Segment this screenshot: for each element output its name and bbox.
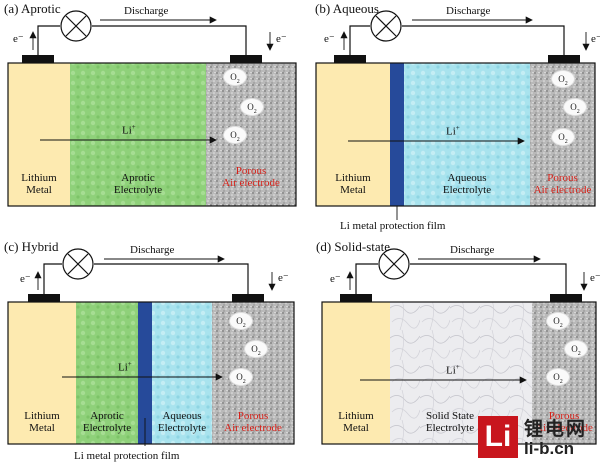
panel-d-ion-label: Li+ <box>446 363 460 377</box>
panel-a-electrolyte <box>70 63 206 206</box>
panel-d-title: (d) Solid-state <box>316 239 391 254</box>
panel-b-anode-terminal <box>334 55 366 63</box>
panel-b-cathode-terminal <box>548 55 580 63</box>
panel-a-lamp-icon <box>60 10 92 42</box>
logo-domain-text: li-b.cn <box>524 439 575 458</box>
panel-b-lamp-icon <box>370 10 402 42</box>
panel-d-o2-bubble: O2 <box>546 368 570 386</box>
panel-b-o2-bubble: O2 <box>551 128 575 146</box>
panel-a-o2-bubble: O2 <box>223 68 247 86</box>
panel-a-graphics <box>7 10 297 207</box>
panel-c-o2-bubble: O2 <box>229 312 253 330</box>
panel-a-anode-terminal <box>22 55 54 63</box>
panel-b-discharge-label: Discharge <box>446 5 491 17</box>
panel-b-graphics <box>315 10 596 220</box>
panel-c-o2-bubble: O2 <box>244 340 268 358</box>
logo-mark-icon: Li <box>478 416 518 458</box>
panel-a-wire <box>37 25 60 55</box>
panel-a-discharge-label: Discharge <box>124 5 169 17</box>
panel-c-electrolyte2 <box>152 302 212 444</box>
panel-d-anode-terminal <box>340 294 372 302</box>
panel-d-o2-bubble: O2 <box>564 340 588 358</box>
panel-c-film <box>138 302 152 444</box>
panel-a-o2-bubble: O2 <box>223 126 247 144</box>
panel-d-graphics <box>321 248 597 445</box>
panel-c-lamp-icon <box>62 248 94 280</box>
panel-d-lithium <box>322 302 390 444</box>
panel-b-o2-bubble: O2 <box>563 98 587 116</box>
panel-c-cathode-terminal <box>232 294 264 302</box>
panel-a-cathode-terminal <box>230 55 262 63</box>
panel-c-discharge-label: Discharge <box>130 244 175 256</box>
panel-a-title: (a) Aprotic <box>4 1 61 16</box>
panel-d-electron-left: e⁻ <box>330 273 341 285</box>
panel-a-cathode <box>206 63 296 206</box>
panel-a-electron-right: e⁻ <box>276 33 287 45</box>
panel-c-lithium <box>8 302 76 444</box>
panel-d-discharge-label: Discharge <box>450 244 495 256</box>
panel-c-cathode <box>212 302 294 444</box>
panel-c-electron-left: e⁻ <box>20 273 31 285</box>
panel-c-ion-label: Li+ <box>118 360 132 374</box>
panel-c-title: (c) Hybrid <box>4 239 59 254</box>
panel-b-electrolyte <box>404 63 530 206</box>
panel-c-graphics <box>7 248 295 446</box>
panel-c-film-label: Li metal protection film <box>74 450 180 462</box>
panel-b-film <box>390 63 404 206</box>
panel-b-electron-left: e⁻ <box>324 33 335 45</box>
panel-d-o2-bubble: O2 <box>546 312 570 330</box>
panel-c-o2-bubble: O2 <box>229 368 253 386</box>
panel-a-o2-bubble: O2 <box>240 98 264 116</box>
panel-d-lamp-icon <box>378 248 410 280</box>
logo-chinese-text: 锂电网 <box>524 418 588 440</box>
panel-b-ion-label: Li+ <box>446 124 460 138</box>
panel-b-film-label: Li metal protection film <box>340 220 446 232</box>
panel-c-anode-terminal <box>28 294 60 302</box>
panel-b-title: (b) Aqueous <box>315 1 379 16</box>
panel-d-electron-right: e⁻ <box>590 272 600 284</box>
panel-a-lithium <box>8 63 70 206</box>
panel-b-lithium <box>316 63 390 206</box>
watermark-logo: Li 锂电网 li-b.cn <box>478 414 600 466</box>
panel-d-cathode-terminal <box>550 294 582 302</box>
panel-a-electron-left: e⁻ <box>13 33 24 45</box>
panel-c-electrolyte1 <box>76 302 138 444</box>
panel-a-ion-label: Li+ <box>122 123 136 137</box>
panel-b-electron-right: e⁻ <box>591 33 600 45</box>
panel-b-o2-bubble: O2 <box>551 70 575 88</box>
panel-c-electron-right: e⁻ <box>278 272 289 284</box>
